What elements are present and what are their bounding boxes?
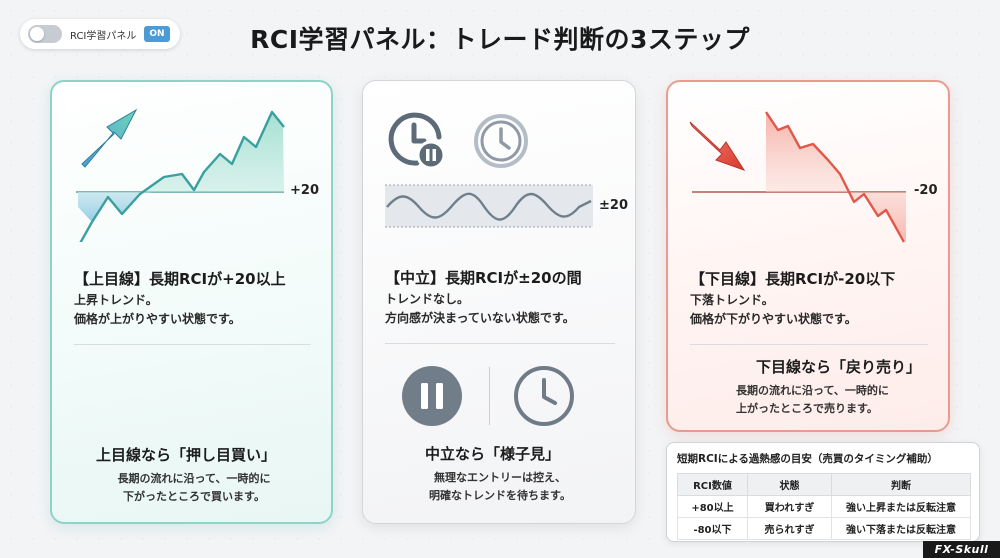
toggle-state-badge: ON — [144, 26, 170, 42]
downtrend-action-desc: 長期の流れに沿って、一時的に 上がったところで売ります。 — [736, 382, 936, 418]
neutral-action-desc: 無理なエントリーは控え、 明確なトレンドを待ちます。 — [380, 469, 620, 505]
level-label-minus20: -20 — [914, 183, 938, 198]
table-cell: 強い上昇または反転注意 — [831, 495, 971, 518]
uptrend-action: 上目線なら「押し目買い」 — [96, 446, 277, 464]
downtrend-action-desc-1: 長期の流れに沿って、一時的に — [736, 384, 889, 397]
uptrend-action-desc-2: 下がったところで買います。 — [123, 490, 265, 503]
uptrend-chart — [76, 108, 285, 242]
downtrend-action: 下目線なら「戻り売り」 — [756, 358, 922, 376]
neutral-desc-2: 方向感が決まっていない状態です。 — [385, 311, 575, 325]
pause-icon — [402, 366, 462, 426]
divider — [385, 343, 615, 344]
divider — [690, 344, 928, 345]
downtrend-chart — [689, 111, 906, 243]
card-downtrend: -20 【下目線】長期RCIが-20以下 下落トレンド。 価格が下がりやすい状態… — [666, 80, 950, 432]
table-header-row: RCI数値 状態 判断 — [677, 473, 971, 496]
clock-pause-icon — [388, 112, 446, 170]
downtrend-action-desc-2: 上がったところで売ります。 — [736, 402, 878, 415]
toggle-label: RCI学習パネル — [70, 30, 137, 42]
table-row: +80以上 買われすぎ 強い上昇または反転注意 — [677, 495, 971, 518]
toggle-track[interactable] — [28, 25, 62, 43]
downtrend-desc-2: 価格が下がりやすい状態です。 — [690, 312, 857, 326]
uptrend-action-desc-1: 長期の流れに沿って、一時的に — [117, 472, 271, 485]
neutral-desc-1: トレンドなし。 — [385, 292, 470, 306]
overheat-table: RCI数値 状態 判断 +80以上 買われすぎ 強い上昇または反転注意 -80以… — [677, 473, 971, 540]
neutral-heading: 【中立】長期RCIが±20の間 — [385, 269, 582, 287]
neutral-action: 中立なら「様子見」 — [425, 445, 561, 463]
overheat-table-box: 短期RCIによる過熱感の目安（売買のタイミング補助） RCI数値 状態 判断 +… — [666, 442, 980, 542]
toggle-knob — [30, 27, 44, 41]
uptrend-action-desc: 長期の流れに沿って、一時的に 下がったところで買います。 — [74, 470, 314, 506]
neutral-wave-chart — [385, 184, 593, 228]
divider — [74, 344, 310, 345]
table-cell: 買われすぎ — [747, 495, 832, 518]
table-row: -80以下 売られすぎ 強い下落または反転注意 — [677, 517, 971, 540]
icon-divider — [489, 367, 490, 425]
brand-logo: FX-Skull — [923, 541, 1000, 558]
table-header-cell: RCI数値 — [677, 473, 748, 496]
card-neutral: ±20 【中立】長期RCIが±20の間 トレンドなし。 方向感が決まっていない状… — [362, 80, 636, 524]
neutral-action-desc-2: 明確なトレンドを待ちます。 — [429, 489, 571, 502]
clock-icon — [514, 366, 574, 426]
uptrend-desc-2: 価格が上がりやすい状態です。 — [74, 312, 241, 326]
table-header-cell: 判断 — [831, 473, 971, 496]
rci-panel-toggle[interactable]: RCI学習パネル ON — [20, 19, 180, 49]
overheat-table-title: 短期RCIによる過熱感の目安（売買のタイミング補助） — [677, 453, 938, 465]
uptrend-desc-1: 上昇トレンド。 — [74, 293, 158, 307]
table-cell: 強い下落または反転注意 — [831, 517, 971, 540]
level-label-plus20: +20 — [290, 183, 319, 198]
table-cell: +80以上 — [677, 495, 748, 518]
page-title: RCI学習パネル：トレード判断の3ステップ — [250, 25, 750, 54]
uptrend-heading: 【上目線】長期RCIが+20以上 — [74, 270, 286, 288]
level-label-pm20: ±20 — [599, 198, 628, 213]
downtrend-heading: 【下目線】長期RCIが-20以下 — [690, 270, 896, 288]
table-cell: -80以下 — [677, 517, 748, 540]
table-header-cell: 状態 — [747, 473, 832, 496]
clock-icon — [474, 114, 528, 168]
downtrend-desc-1: 下落トレンド。 — [690, 293, 774, 307]
table-cell: 売られすぎ — [747, 517, 832, 540]
neutral-action-desc-1: 無理なエントリーは控え、 — [434, 471, 566, 484]
card-uptrend: +20 【上目線】長期RCIが+20以上 上昇トレンド。 価格が上がりやすい状態… — [50, 80, 333, 524]
